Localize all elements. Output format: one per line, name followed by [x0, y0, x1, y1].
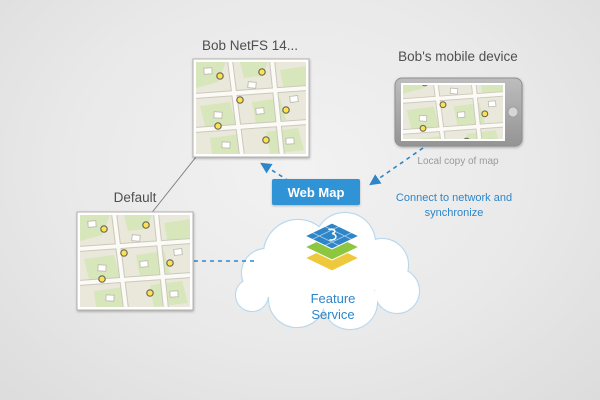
lineage-line: [149, 156, 197, 216]
tablet-home-button-icon: [507, 106, 519, 118]
device-sync-arrow: [369, 147, 424, 186]
default-map-thumbnail: [76, 211, 194, 311]
webmap-to-netfs-arrow: [260, 162, 290, 182]
default-map-label: Default: [113, 190, 157, 205]
netfs-map-thumbnail: [192, 58, 310, 158]
tablet-icon: [394, 77, 523, 147]
web-map-badge: Web Map: [272, 179, 360, 205]
mobile-device-label: Bob's mobile device: [398, 49, 518, 64]
netfs-map-label: Bob NetFS 14...: [201, 38, 299, 53]
local-copy-caption: Local copy of map: [417, 156, 499, 167]
connect-note: Connect to network and synchronize: [395, 192, 513, 219]
feature-service-layers-icon: [303, 222, 361, 272]
feature-service-label: Feature Service: [310, 291, 356, 322]
